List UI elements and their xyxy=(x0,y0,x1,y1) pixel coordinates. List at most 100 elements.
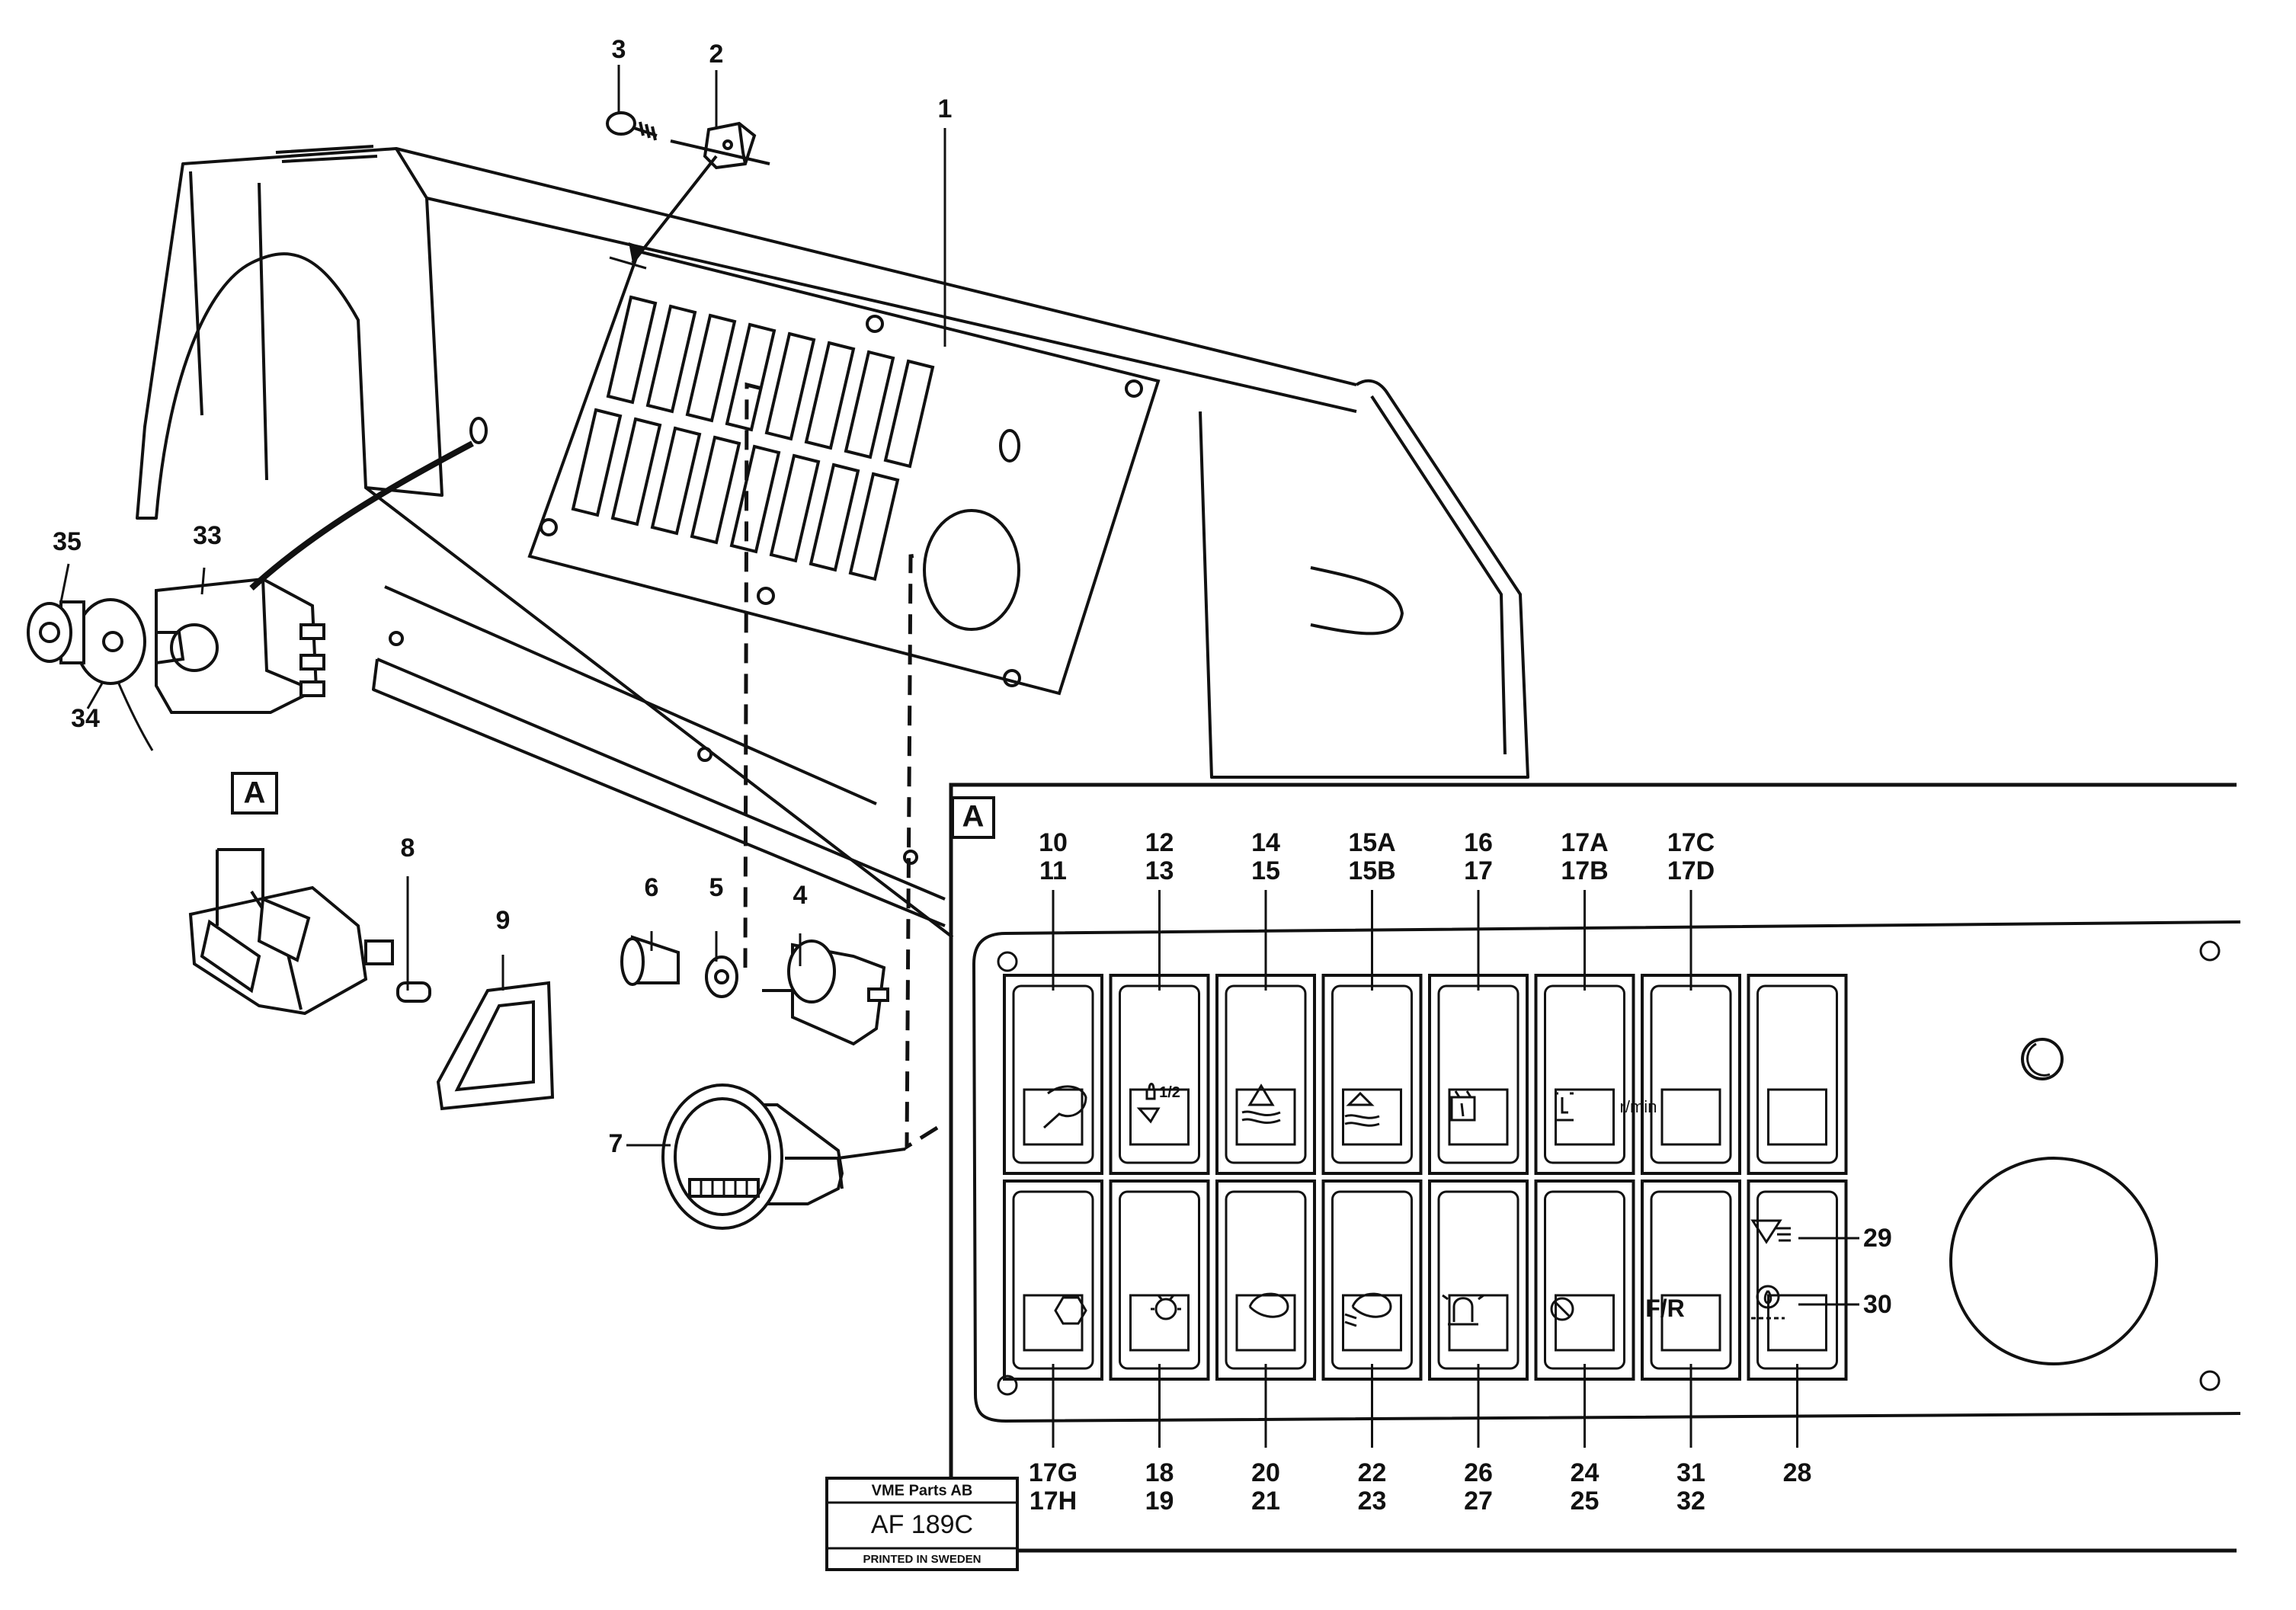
switch-rocker xyxy=(1544,1190,1625,1370)
panel-screw-br xyxy=(2199,1370,2221,1391)
switch-label-top-1-b: 11 xyxy=(1039,856,1067,885)
switch-label-bottom-6-a: 24 xyxy=(1571,1458,1600,1487)
symbol-level xyxy=(1344,1091,1380,1127)
symbol-gear-slash xyxy=(1553,1300,1571,1318)
lamp-reflection xyxy=(2026,1042,2051,1077)
part-8-bulb xyxy=(396,981,431,1003)
switch-label-top-5-b: 17 xyxy=(1464,856,1493,885)
switch-panel-plate xyxy=(972,920,2241,1423)
callout-5: 5 xyxy=(709,873,724,902)
callout-4: 4 xyxy=(793,881,808,910)
switch-symbol-window xyxy=(1235,1088,1296,1146)
switch-label-top-4-a: 15A xyxy=(1348,828,1395,857)
switch-label-top-7-a: 17C xyxy=(1667,828,1715,857)
switch-grid xyxy=(1003,974,1848,1381)
switch-symbol-window xyxy=(1023,1088,1084,1146)
switch-symbol-window xyxy=(1342,1088,1402,1146)
switch-rocker xyxy=(1012,1190,1094,1370)
switch-top-4 xyxy=(1321,974,1423,1175)
switch-symbol-window xyxy=(1129,1294,1190,1352)
symbol-box xyxy=(1450,1090,1476,1122)
symbol-lamps xyxy=(1555,1092,1574,1122)
part-7-hour-meter xyxy=(661,1083,844,1230)
symbol-headlight-1 xyxy=(1248,1292,1289,1318)
callout-34: 34 xyxy=(71,704,100,733)
switch-label-bottom-4-a: 22 xyxy=(1358,1458,1387,1487)
switch-grille-panel xyxy=(527,249,1161,696)
switch-top-7 xyxy=(1641,974,1741,1175)
panel-screw-tr xyxy=(2199,940,2221,962)
switch-label-top-6-b: 17B xyxy=(1561,856,1608,885)
symbol-oil-gear xyxy=(1756,1285,1780,1309)
switch-rocker xyxy=(1012,984,1094,1164)
detail-view-a: A xyxy=(949,783,2241,1553)
symbol-bulb xyxy=(1154,1298,1177,1320)
switch-label-bottom-5-b: 27 xyxy=(1464,1487,1493,1516)
callout-1: 1 xyxy=(938,94,953,123)
section-marker-a-detail-text: A xyxy=(962,800,985,834)
housing-hole xyxy=(469,417,488,444)
switch-rocker xyxy=(1119,984,1200,1164)
switch-label-bottom-1-a: 17G xyxy=(1029,1458,1078,1487)
switch-top-6 xyxy=(1534,974,1635,1175)
switch-bottom-6 xyxy=(1534,1179,1635,1381)
switch-labels: 10111213141515A15B161717A17B17C17D17G17H… xyxy=(1029,828,1812,1516)
switch-rocker xyxy=(1437,1190,1519,1370)
switch-rocker xyxy=(1119,1190,1200,1370)
panel-screw-tl xyxy=(997,951,1018,972)
switch-label-bottom-3-b: 21 xyxy=(1251,1487,1280,1516)
switch-symbols xyxy=(1042,1083,1791,1327)
symbol-gear xyxy=(1550,1297,1574,1321)
leader-29-30 xyxy=(1798,1237,1859,1306)
title-company: VME Parts AB xyxy=(872,1482,973,1499)
section-marker-a-left: A xyxy=(231,772,278,815)
switch-rocker xyxy=(1544,984,1625,1164)
switch-rocker xyxy=(1331,1190,1413,1370)
section-marker-a-text: A xyxy=(244,776,266,810)
switch-symbol-window xyxy=(1660,1088,1721,1146)
switch-label-bottom-7-b: 32 xyxy=(1676,1487,1705,1516)
switch-label-bottom-1-b: 17H xyxy=(1030,1487,1077,1516)
switch-top-1 xyxy=(1003,974,1103,1175)
switch-label-top-1-a: 10 xyxy=(1039,828,1068,857)
symbol-tilt xyxy=(1750,1219,1791,1244)
switch-top-8 xyxy=(1747,974,1848,1175)
switch-label-top-2-a: 12 xyxy=(1145,828,1174,857)
switch-label-top-2-b: 13 xyxy=(1145,856,1174,885)
dashed-leaders xyxy=(743,382,939,1151)
arrow-switch-to-housing xyxy=(249,440,474,591)
switch-bottom-7 xyxy=(1641,1179,1741,1381)
leader-gauge xyxy=(837,1147,906,1160)
switch-symbol-window xyxy=(1555,1088,1615,1146)
switch-rocker xyxy=(1437,984,1519,1164)
panel-indicator-lamp xyxy=(2021,1038,2064,1080)
switch-symbol-window xyxy=(1235,1294,1296,1352)
dashboard-housing xyxy=(136,145,1529,939)
switch-rocker xyxy=(1756,984,1838,1164)
switch-bottom-2 xyxy=(1109,1179,1210,1381)
switch-symbol-window xyxy=(1448,1088,1509,1146)
switch-symbol-window xyxy=(1023,1294,1084,1352)
leader-hole xyxy=(609,256,647,270)
symbol-float xyxy=(1241,1083,1281,1125)
switch-housing xyxy=(1747,974,1848,1175)
callout-8: 8 xyxy=(401,834,415,863)
switch-label-top-3-b: 15 xyxy=(1251,856,1280,885)
symbol-one-two: 1/2 xyxy=(1159,1084,1180,1101)
callout-2: 2 xyxy=(709,40,724,69)
switch-top-3 xyxy=(1215,974,1316,1175)
symbol-headlight-2 xyxy=(1344,1292,1392,1327)
part-5-nut xyxy=(705,955,738,998)
switch-label-top-6-a: 17A xyxy=(1561,828,1608,857)
switch-rocker xyxy=(1331,984,1413,1164)
switch-symbol-window xyxy=(1767,1294,1827,1352)
callout-texts: 3 2 1 4 5 6 7 8 9 33 35 34 xyxy=(53,35,952,1158)
part-6-knob xyxy=(620,935,680,986)
arrow-clip-to-panel xyxy=(631,139,770,264)
switch-symbol-window xyxy=(1660,1294,1721,1352)
switch-bottom-1 xyxy=(1003,1179,1103,1381)
switch-symbol-window xyxy=(1342,1294,1402,1352)
panel-gauge-hole xyxy=(1949,1157,2158,1365)
